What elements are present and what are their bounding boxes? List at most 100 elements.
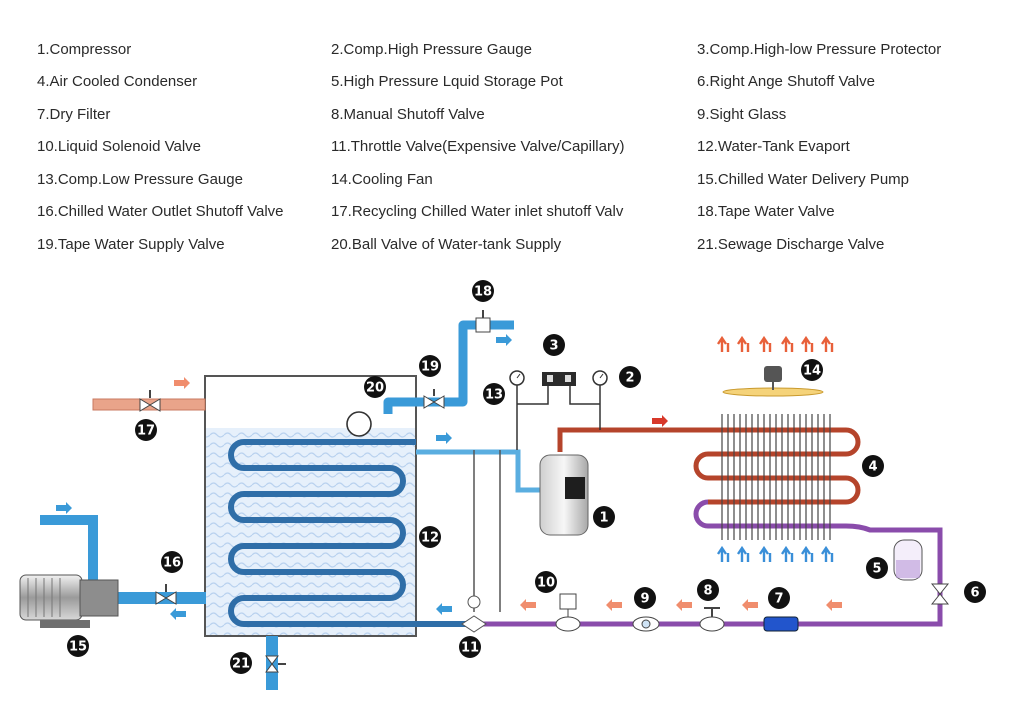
- callout-14: 14: [801, 359, 823, 381]
- callout-number: 5: [872, 562, 881, 577]
- callout-8: 8: [697, 579, 719, 601]
- legend-item: 2.Comp.High Pressure Gauge: [331, 41, 532, 58]
- flow-arrow: [826, 599, 842, 611]
- liquid-receiver: [893, 539, 923, 581]
- flow-arrow: [496, 334, 512, 346]
- callout-5: 5: [866, 557, 888, 579]
- warm-air-arrow: [821, 335, 834, 352]
- warm-air-arrow: [801, 335, 814, 352]
- callout-12: 12: [419, 526, 441, 548]
- callout-number: 7: [774, 592, 783, 607]
- tap-water-valve: [475, 310, 491, 333]
- flow-arrow: [606, 599, 622, 611]
- callout-11: 11: [459, 636, 481, 658]
- gauge-lines: [516, 384, 601, 450]
- pressure-protector: [542, 372, 576, 386]
- callout-7: 7: [768, 587, 790, 609]
- evaporator-coil: [228, 439, 478, 627]
- legend-item: 20.Ball Valve of Water-tank Supply: [331, 236, 562, 253]
- cool-air-arrow: [801, 545, 814, 562]
- legend-item: 19.Tape Water Supply Valve: [37, 236, 225, 253]
- callout-19: 19: [419, 355, 441, 377]
- flow-arrow: [170, 608, 186, 620]
- tap-water-supply-valve: [423, 389, 445, 409]
- flow-arrow: [436, 603, 452, 615]
- callout-17: 17: [135, 419, 157, 441]
- legend-item: 8.Manual Shutoff Valve: [331, 106, 485, 123]
- cool-air-arrow: [821, 545, 834, 562]
- liquid-line: [478, 499, 943, 627]
- sewage-discharge-valve: [265, 655, 286, 673]
- legend-item: 7.Dry Filter: [37, 106, 111, 123]
- solenoid-valve: [555, 593, 581, 632]
- cool-air-arrow: [717, 545, 730, 562]
- callout-number: 1: [599, 511, 608, 526]
- callout-3: 3: [543, 334, 565, 356]
- callout-number: 10: [537, 576, 555, 591]
- legend-item: 12.Water-Tank Evaport: [697, 138, 850, 155]
- flow-arrow: [676, 599, 692, 611]
- callout-18: 18: [472, 280, 494, 302]
- legend-item: 18.Tape Water Valve: [697, 203, 835, 220]
- chilled-water-outlet-valve: [155, 584, 177, 605]
- callout-number: 20: [366, 381, 384, 396]
- cool-air-arrow: [737, 545, 750, 562]
- callout-9: 9: [634, 587, 656, 609]
- legend-item: 11.Throttle Valve(Expensive Valve/Capill…: [331, 138, 625, 155]
- legend-item: 3.Comp.High-low Pressure Protector: [697, 41, 942, 58]
- cool-air-arrow: [781, 545, 794, 562]
- callout-2: 2: [619, 366, 641, 388]
- legend-item: 17.Recycling Chilled Water inlet shutoff…: [331, 203, 624, 220]
- high-pressure-gauge: [592, 370, 608, 386]
- callout-number: 17: [137, 424, 155, 439]
- warm-air-arrow: [759, 335, 772, 352]
- legend-item: 9.Sight Glass: [697, 106, 787, 123]
- warm-air-arrow: [737, 335, 750, 352]
- legend-item: 16.Chilled Water Outlet Shutoff Valve: [37, 203, 284, 220]
- callout-13: 13: [483, 383, 505, 405]
- cooling-fan: [722, 366, 824, 397]
- condenser-fins: [721, 414, 831, 540]
- callout-number: 11: [461, 641, 479, 656]
- callout-number: 6: [970, 586, 979, 601]
- component-legend: 1.Compressor 2.Comp.High Pressure Gauge …: [0, 0, 1009, 270]
- flow-arrow: [742, 599, 758, 611]
- callout-number: 18: [474, 285, 492, 300]
- return-water-inlet-valve: [139, 390, 161, 412]
- flow-arrow: [56, 502, 72, 514]
- callout-21: 21: [230, 652, 252, 674]
- warm-air-arrow: [717, 335, 730, 352]
- compressor: [539, 454, 589, 536]
- callout-10: 10: [535, 571, 557, 593]
- legend-item: 5.High Pressure Lquid Storage Pot: [331, 73, 563, 90]
- cool-air-arrows: [717, 545, 834, 562]
- chilled-water-outlet-pipe: [40, 515, 98, 580]
- callout-16: 16: [161, 551, 183, 573]
- callout-6: 6: [964, 581, 986, 603]
- dry-filter: [763, 616, 799, 632]
- legend-item: 4.Air Cooled Condenser: [37, 73, 198, 90]
- legend-item: 15.Chilled Water Delivery Pump: [697, 171, 910, 188]
- throttle-valve: [461, 450, 501, 633]
- sight-glass: [632, 616, 660, 632]
- callout-number: 13: [485, 388, 503, 403]
- callout-1: 1: [593, 506, 615, 528]
- legend-item: 1.Compressor: [37, 41, 132, 58]
- flow-arrow: [520, 599, 536, 611]
- suction-line: [416, 449, 540, 493]
- callout-4: 4: [862, 455, 884, 477]
- warm-air-arrows: [717, 335, 834, 352]
- callout-number: 2: [625, 371, 634, 386]
- chilled-water-pump: [19, 574, 119, 628]
- low-pressure-gauge: [509, 370, 525, 386]
- callout-number: 4: [868, 460, 877, 475]
- warm-air-arrow: [781, 335, 794, 352]
- cool-air-arrow: [759, 545, 772, 562]
- flow-arrow: [436, 432, 452, 444]
- callout-number: 21: [232, 657, 250, 672]
- flow-arrow: [174, 377, 190, 389]
- legend-item: 10.Liquid Solenoid Valve: [37, 138, 202, 155]
- callout-number: 14: [803, 364, 821, 379]
- callout-number: 12: [421, 531, 439, 546]
